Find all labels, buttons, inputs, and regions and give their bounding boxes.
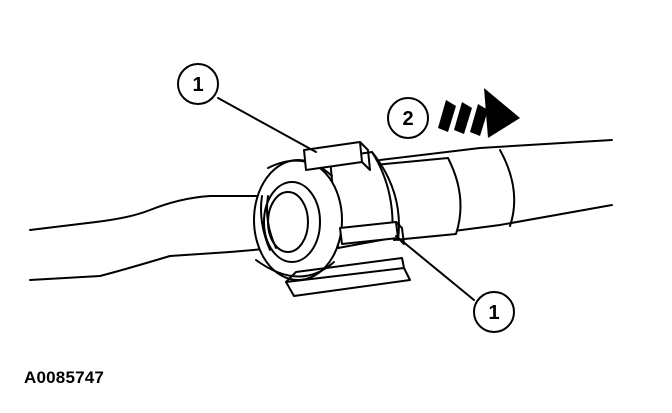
callout-number-1-top: 1 xyxy=(192,74,203,96)
connector-collar xyxy=(253,159,343,281)
callout-circle-1-top xyxy=(177,63,219,105)
callout-number-2: 2 xyxy=(402,108,413,130)
connector-sleeve xyxy=(374,157,462,241)
retainer-clip-base xyxy=(285,257,411,297)
upper-retainer-tab xyxy=(303,141,371,171)
callout-circle-2 xyxy=(387,97,429,139)
left-fuel-line xyxy=(29,195,277,281)
lower-retainer-tab xyxy=(339,221,405,245)
figure-id-label: A0085747 xyxy=(24,368,105,387)
push-direction-arrow xyxy=(438,88,520,138)
leader-line-upper-tab xyxy=(217,97,317,153)
callout-circle-1-bottom xyxy=(473,291,515,333)
leader-line-lower-tab xyxy=(395,235,475,301)
callout-number-1-bottom: 1 xyxy=(488,302,499,324)
